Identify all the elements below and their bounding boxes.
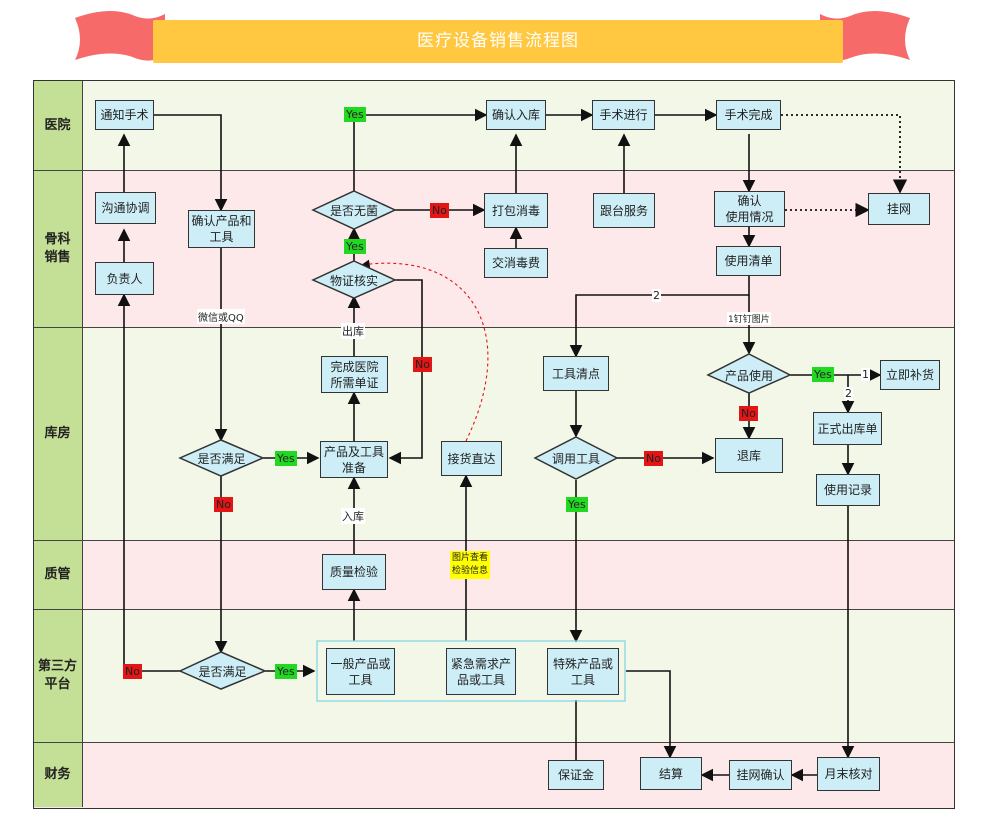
note-one-nail: 1钉钉图片 <box>727 312 771 325</box>
note-out-stock: 出库 <box>341 323 365 339</box>
node-deposit: 保证金 <box>548 760 604 790</box>
lane-label-third-party: 第三方 平台 <box>33 610 83 742</box>
no-tag-satisfied-2: No <box>123 664 142 679</box>
lane-label-finance: 财务 <box>33 743 83 807</box>
no-tag-transfer: No <box>644 451 663 466</box>
node-hang-net-confirm: 挂网确认 <box>729 760 792 790</box>
node-usage-list: 使用清单 <box>716 246 781 276</box>
note-wechat-qq: 微信或QQ <box>197 309 245 324</box>
yes-tag-satisfied-1: Yes <box>275 451 297 466</box>
node-urgent-products: 紧急需求产 品或工具 <box>446 648 516 695</box>
title-banner <box>153 20 843 63</box>
decision-is-sterile: 是否无菌 <box>329 203 378 218</box>
lane-label-hospital: 医院 <box>33 81 83 170</box>
note-pic-check: 图片查看 检验信息 <box>450 551 491 579</box>
node-settlement: 结算 <box>640 757 702 790</box>
node-restock-now: 立即补货 <box>880 360 940 390</box>
no-tag-product-use: No <box>739 406 758 421</box>
node-tool-check: 工具清点 <box>543 356 609 391</box>
node-usage-record: 使用记录 <box>816 474 880 506</box>
node-follow-service: 跟台服务 <box>593 193 655 228</box>
yes-tag-satisfied-2: Yes <box>275 664 297 679</box>
node-disinfect-fee: 交消毒费 <box>484 248 548 278</box>
no-tag-sterile: No <box>430 203 449 218</box>
note-in-stock: 入库 <box>341 508 365 524</box>
note-two-a: 2 <box>652 289 661 302</box>
decision-is-satisfied-1: 是否满足 <box>197 451 246 466</box>
lane-label-ortho-sales: 骨科 销售 <box>33 171 83 327</box>
node-pack-disinfect: 打包消毒 <box>484 193 548 228</box>
lane-warehouse-bg <box>33 327 954 541</box>
node-notify-surgery: 通知手术 <box>95 100 154 130</box>
lane-label-warehouse: 库房 <box>33 328 83 540</box>
note-two-b: 2 <box>844 387 853 400</box>
node-surgery-done: 手术完成 <box>716 100 781 130</box>
yes-tag-transfer: Yes <box>566 497 588 512</box>
page-title: 医疗设备销售流程图 <box>417 31 579 51</box>
lane-quality-bg <box>33 540 954 610</box>
node-direct-delivery: 接货直达 <box>441 441 502 476</box>
node-quality-check: 质量检验 <box>322 554 386 590</box>
node-communicate: 沟通协调 <box>95 192 156 224</box>
yes-tag-product-use: Yes <box>812 367 834 382</box>
node-prepare-products: 产品及工具 准备 <box>320 441 388 478</box>
decision-product-use: 产品使用 <box>724 368 773 383</box>
yes-tag-verify: Yes <box>344 239 366 254</box>
node-general-products: 一般产品或 工具 <box>326 648 395 695</box>
no-tag-verify: No <box>413 357 432 372</box>
node-complete-cert: 完成医院 所需单证 <box>321 356 388 393</box>
node-special-products: 特殊产品或 工具 <box>547 648 619 695</box>
yes-tag-sterile: Yes <box>344 107 366 122</box>
node-month-end-check: 月末核对 <box>817 757 880 791</box>
node-hang-net: 挂网 <box>868 193 930 225</box>
node-formal-out-order: 正式出库单 <box>813 412 882 445</box>
decision-transfer-tool: 调用工具 <box>551 451 600 466</box>
note-one: 1 <box>861 368 870 381</box>
node-surgery-progress: 手术进行 <box>592 100 655 130</box>
decision-is-satisfied-2: 是否满足 <box>198 664 247 679</box>
node-confirm-usage: 确认 使用情况 <box>714 191 785 227</box>
no-tag-satisfied-1: No <box>214 497 233 512</box>
node-return-stock: 退库 <box>715 438 783 473</box>
decision-verify-cert: 物证核实 <box>329 273 378 288</box>
node-person-in-charge: 负责人 <box>95 262 154 295</box>
lane-label-quality: 质管 <box>33 541 83 609</box>
node-confirm-in: 确认入库 <box>486 100 546 130</box>
node-confirm-products: 确认产品和 工具 <box>188 210 255 248</box>
